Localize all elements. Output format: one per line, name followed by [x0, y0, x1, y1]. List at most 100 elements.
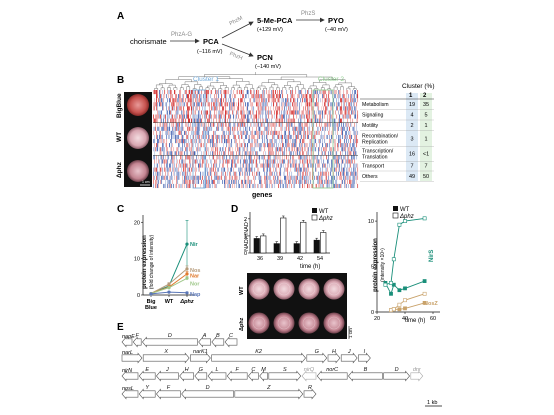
heatmap-cell — [187, 183, 189, 189]
heatmap-cell — [245, 114, 247, 119]
heatmap-cell — [239, 171, 241, 176]
heatmap-cell — [319, 179, 321, 184]
dendrogram-branch — [194, 84, 202, 89]
heatmap-cell — [269, 118, 271, 123]
heatmap-cell — [311, 134, 313, 140]
heatmap-cell — [162, 155, 164, 160]
heatmap-cell — [306, 143, 308, 148]
heatmap-cell — [312, 171, 314, 176]
heatmap-cell — [195, 151, 197, 156]
heatmap-cell — [236, 151, 238, 156]
heatmap-cell — [326, 143, 328, 148]
heatmap-cell — [229, 147, 231, 152]
heatmap-cell — [257, 106, 259, 111]
heatmap-cell — [182, 143, 184, 148]
heatmap-cell — [252, 147, 254, 152]
gene-label: H — [185, 367, 189, 373]
heatmap-cell — [219, 118, 221, 123]
heatmap-cell — [294, 110, 296, 115]
heatmap-cell — [212, 147, 214, 152]
dendrogram-branch — [268, 79, 295, 83]
heatmap-cell — [293, 98, 295, 103]
heatmap-cell — [334, 118, 336, 123]
heatmap-cell — [307, 134, 309, 140]
heatmap-cell — [339, 155, 341, 160]
paneld-line-point — [403, 306, 407, 311]
heatmap-cell — [254, 134, 256, 140]
heatmap-cell — [156, 102, 158, 107]
heatmap-cell — [287, 167, 289, 172]
heatmap-cell — [190, 175, 192, 180]
heatmap-cell — [337, 130, 339, 135]
heatmap-cell — [289, 102, 291, 107]
heatmap-cell — [288, 163, 290, 168]
heatmap-cell — [346, 171, 348, 176]
heatmap-cell — [212, 179, 214, 184]
heatmap-cell — [345, 106, 347, 111]
heatmap-cell — [299, 90, 301, 95]
heatmap-cell — [299, 159, 301, 164]
paneld-bar — [293, 243, 300, 254]
heatmap-cell — [235, 139, 237, 144]
heatmap-cell — [309, 183, 311, 189]
heatmap-cell — [236, 183, 238, 189]
heatmap-cell — [288, 179, 290, 184]
heatmap-cell — [153, 139, 155, 144]
heatmap-cell — [176, 122, 178, 127]
gene-arrow — [138, 388, 156, 400]
heatmap-cell — [254, 98, 256, 103]
heatmap-cell — [295, 110, 297, 115]
heatmap-cell — [279, 118, 281, 123]
heatmap-cell — [242, 106, 244, 111]
heatmap-cell — [305, 106, 307, 111]
heatmap-cell — [354, 139, 356, 144]
heatmap-cell — [174, 114, 176, 119]
heatmap-cell — [254, 175, 256, 180]
paneld-line-point — [403, 298, 407, 303]
heatmap-cell — [266, 126, 268, 131]
heatmap-cell — [309, 106, 311, 111]
heatmap-cell — [311, 122, 313, 127]
heatmap-cell — [300, 130, 302, 135]
heatmap-cell — [296, 139, 298, 144]
table-value-c2: <1 — [423, 152, 429, 158]
heatmap-cell — [162, 122, 164, 127]
heatmap-cell — [272, 122, 274, 127]
heatmap-cell — [185, 147, 187, 152]
dendrogram-branch — [250, 88, 255, 90]
heatmap-cell — [326, 110, 328, 115]
heatmap-cell — [280, 155, 282, 160]
heatmap-cell — [206, 110, 208, 115]
heatmap-cell — [344, 114, 346, 119]
heatmap-cell — [228, 126, 230, 131]
heatmap-cell — [287, 183, 289, 189]
heatmap-cell — [213, 139, 215, 144]
heatmap-cell — [245, 167, 247, 172]
heatmap-cell — [183, 94, 185, 99]
heatmap-cell — [259, 102, 261, 107]
heatmap-cell — [357, 130, 359, 135]
paneld-line-ytick-label: 10 — [368, 219, 374, 225]
paneld-line-xlabel: time (h) — [405, 318, 425, 324]
heatmap-cell — [340, 143, 342, 148]
heatmap-cell — [285, 110, 287, 115]
heatmap-cell — [183, 159, 185, 164]
heatmap-cell — [227, 102, 229, 107]
heatmap-cell — [218, 98, 220, 103]
heatmap-cell — [205, 175, 207, 180]
heatmap-cell — [325, 122, 327, 127]
heatmap-cell — [333, 171, 335, 176]
heatmap-cell — [179, 171, 181, 176]
heatmap-cell — [354, 143, 356, 148]
heatmap-cell — [277, 118, 279, 123]
heatmap-cell — [318, 94, 320, 99]
heatmap-cell — [216, 98, 218, 103]
heatmap-cell — [235, 134, 237, 140]
heatmap-cell — [274, 94, 276, 99]
heatmap-cell — [209, 114, 211, 119]
heatmap-cell — [159, 90, 161, 95]
heatmap-cell — [233, 90, 235, 95]
heatmap-cell — [159, 110, 161, 115]
heatmap-cell — [159, 147, 161, 152]
